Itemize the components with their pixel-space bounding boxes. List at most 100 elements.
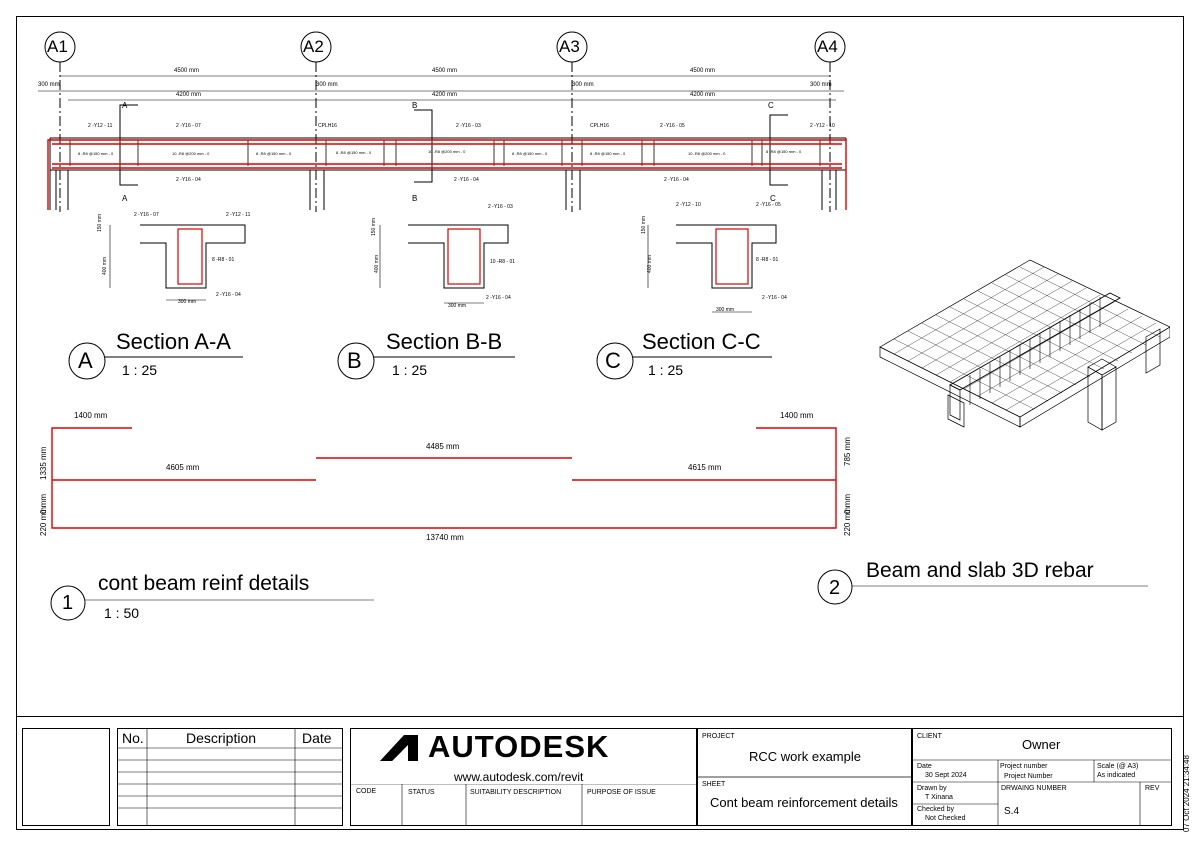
- project-number-value: Project Number: [1004, 773, 1053, 780]
- stirrup-label-2: 10 -R8 @200 mm - 0: [172, 151, 210, 156]
- section-b-title: Section B-B: [386, 329, 503, 354]
- section-c-top-right: 2 -Y16 - 05: [756, 202, 781, 208]
- section-mark-c-bottom: C: [770, 194, 776, 203]
- span-dim-3: 4500 mm: [690, 68, 716, 74]
- drawing-frame: [16, 16, 1184, 830]
- view-2-number: 2: [829, 577, 841, 599]
- website-link[interactable]: www.autodesk.com/revit: [454, 770, 584, 784]
- status-grid-svg: [350, 784, 697, 826]
- section-mark-a-bottom: A: [122, 194, 128, 203]
- rev-label: REV: [1145, 785, 1160, 792]
- 3d-rebar-svg: [879, 259, 1170, 431]
- grid-label-a4: A4: [817, 37, 838, 56]
- purpose-label: PURPOSE OF ISSUE: [587, 789, 656, 796]
- beam-elevation-svg: [47, 104, 847, 210]
- stirrup-label-6: 8 -R8 @150 mm - 0: [512, 151, 548, 156]
- grid-label-a1: A1: [47, 37, 68, 56]
- project-divider: [697, 776, 912, 778]
- suitability-label: SUITABILITY DESCRIPTION: [470, 789, 562, 796]
- bottom-bar-dim: 13740 mm: [426, 533, 464, 542]
- project-label: PROJECT: [702, 733, 735, 740]
- drawing-number-value: S.4: [1004, 806, 1020, 817]
- bar-label-top-2: 2 -Y16 - 07: [176, 123, 201, 129]
- clear-dim-3: 4200 mm: [690, 92, 716, 98]
- client-value: Owner: [1022, 737, 1061, 752]
- span-dim-1: 4500 mm: [174, 68, 200, 74]
- end-dim-4: 300 mm: [810, 82, 832, 88]
- cross-sections-svg: [109, 224, 777, 313]
- left-vert-top-dim: 1335 mm: [39, 446, 48, 480]
- section-a-width: 300 mm: [178, 299, 197, 305]
- checked-by-label: Checked by: [917, 806, 954, 813]
- right-long-dim: 4615 mm: [688, 463, 722, 472]
- bar-schedule-svg: [51, 427, 837, 529]
- section-title-svg: [68, 342, 772, 380]
- stirrup-label-8: 10 -R8 @200 mm - 0: [688, 151, 726, 156]
- section-a-slab-dim: 150 mm: [97, 213, 103, 232]
- status-label: STATUS: [408, 789, 435, 796]
- left-vert-bottom-dim: 220 mm: [39, 507, 48, 536]
- end-dim-1: 300 mm: [38, 82, 60, 88]
- span-dim-2: 4500 mm: [432, 68, 458, 74]
- left-hook-bar: [51, 427, 132, 480]
- project-value: RCC work example: [749, 749, 861, 764]
- grid-label-a3: A3: [559, 37, 580, 56]
- section-a-top-right: 2 -Y12 - 11: [226, 212, 251, 218]
- autodesk-logo-mark-icon: [380, 735, 418, 761]
- plot-timestamp: 07 Oct 2024 21:34:48: [1182, 755, 1191, 832]
- end-dim-3: 300 mm: [572, 82, 594, 88]
- section-mark-a-top: A: [122, 101, 128, 110]
- project-number-label: Project number: [1000, 763, 1048, 770]
- section-b-width: 300 mm: [448, 303, 467, 309]
- rev-header-no: No.: [122, 730, 144, 746]
- right-vert-top-dim: 785 mm: [843, 437, 852, 466]
- section-b-slab-dim: 150 mm: [371, 217, 377, 236]
- drawn-by-label: Drawn by: [917, 785, 947, 792]
- left-long-dim: 4605 mm: [166, 463, 200, 472]
- section-b-web-dim: 400 mm: [374, 254, 380, 273]
- client-grid-svg: [912, 759, 1172, 826]
- bar-label-bottom-3: 2 -Y16 - 04: [664, 177, 689, 183]
- view-2-title: Beam and slab 3D rebar: [866, 559, 1094, 582]
- grid-label-a2: A2: [303, 37, 324, 56]
- stirrup-label-3: 8 -R8 @150 mm - 0: [256, 151, 292, 156]
- stirrup-label-9: 8 -R8 @150 mm - 0: [766, 149, 802, 154]
- client-label: CLIENT: [917, 733, 942, 740]
- revision-table-frame: [117, 728, 343, 826]
- checked-by-value: Not Checked: [925, 815, 966, 822]
- sheet-value: Cont beam reinforcement details: [710, 795, 898, 810]
- bar-label-top-1: 2 -Y12 - 11: [88, 123, 113, 129]
- stirrup-label-5: 10 -R8 @200 mm - 0: [428, 149, 466, 154]
- date-value: 30 Sept 2024: [925, 772, 967, 779]
- section-c-bubble-label: C: [605, 348, 621, 373]
- scale-label: Scale (@ A3): [1097, 763, 1139, 770]
- right-hook-dim: 1400 mm: [780, 411, 814, 420]
- section-c-slab-dim: 150 mm: [641, 215, 647, 234]
- section-c-link: 8 -R8 - 01: [756, 257, 779, 263]
- view-title-1-svg: [50, 585, 374, 621]
- right-vert-bottom-dim: 220 mm: [843, 507, 852, 536]
- bar-label-bottom-1: 2 -Y16 - 04: [176, 177, 201, 183]
- section-b-scale: 1 : 25: [392, 362, 428, 378]
- view-title-2-svg: [817, 569, 1148, 605]
- clear-dim-2: 4200 mm: [432, 92, 458, 98]
- sheet-label: SHEET: [702, 781, 726, 788]
- revision-grid-svg: [117, 728, 343, 826]
- rev-header-date: Date: [302, 730, 332, 746]
- client-panel-frame: [912, 728, 1172, 826]
- stirrup-label-7: 8 -R8 @150 mm - 0: [590, 151, 626, 156]
- logo-panel-frame: [350, 728, 697, 826]
- section-c-bottom: 2 -Y16 - 04: [762, 295, 787, 301]
- view-1-number: 1: [62, 592, 74, 614]
- section-a-link: 8 -R8 - 01: [212, 257, 235, 263]
- section-mark-c-top: C: [768, 101, 774, 110]
- middle-bar-dim: 4485 mm: [426, 442, 460, 451]
- title-block: [16, 716, 1184, 831]
- bar-label-bottom-2: 2 -Y16 - 04: [454, 177, 479, 183]
- section-c-bubble: [596, 342, 634, 380]
- title-block-blank-panel: [22, 728, 110, 826]
- section-a-top-left: 2 -Y16 - 07: [134, 212, 159, 218]
- section-c-title: Section C-C: [642, 329, 761, 354]
- bar-label-top-7: 2 -Y12 - 10: [810, 123, 835, 129]
- section-b-bottom: 2 -Y16 - 04: [486, 295, 511, 301]
